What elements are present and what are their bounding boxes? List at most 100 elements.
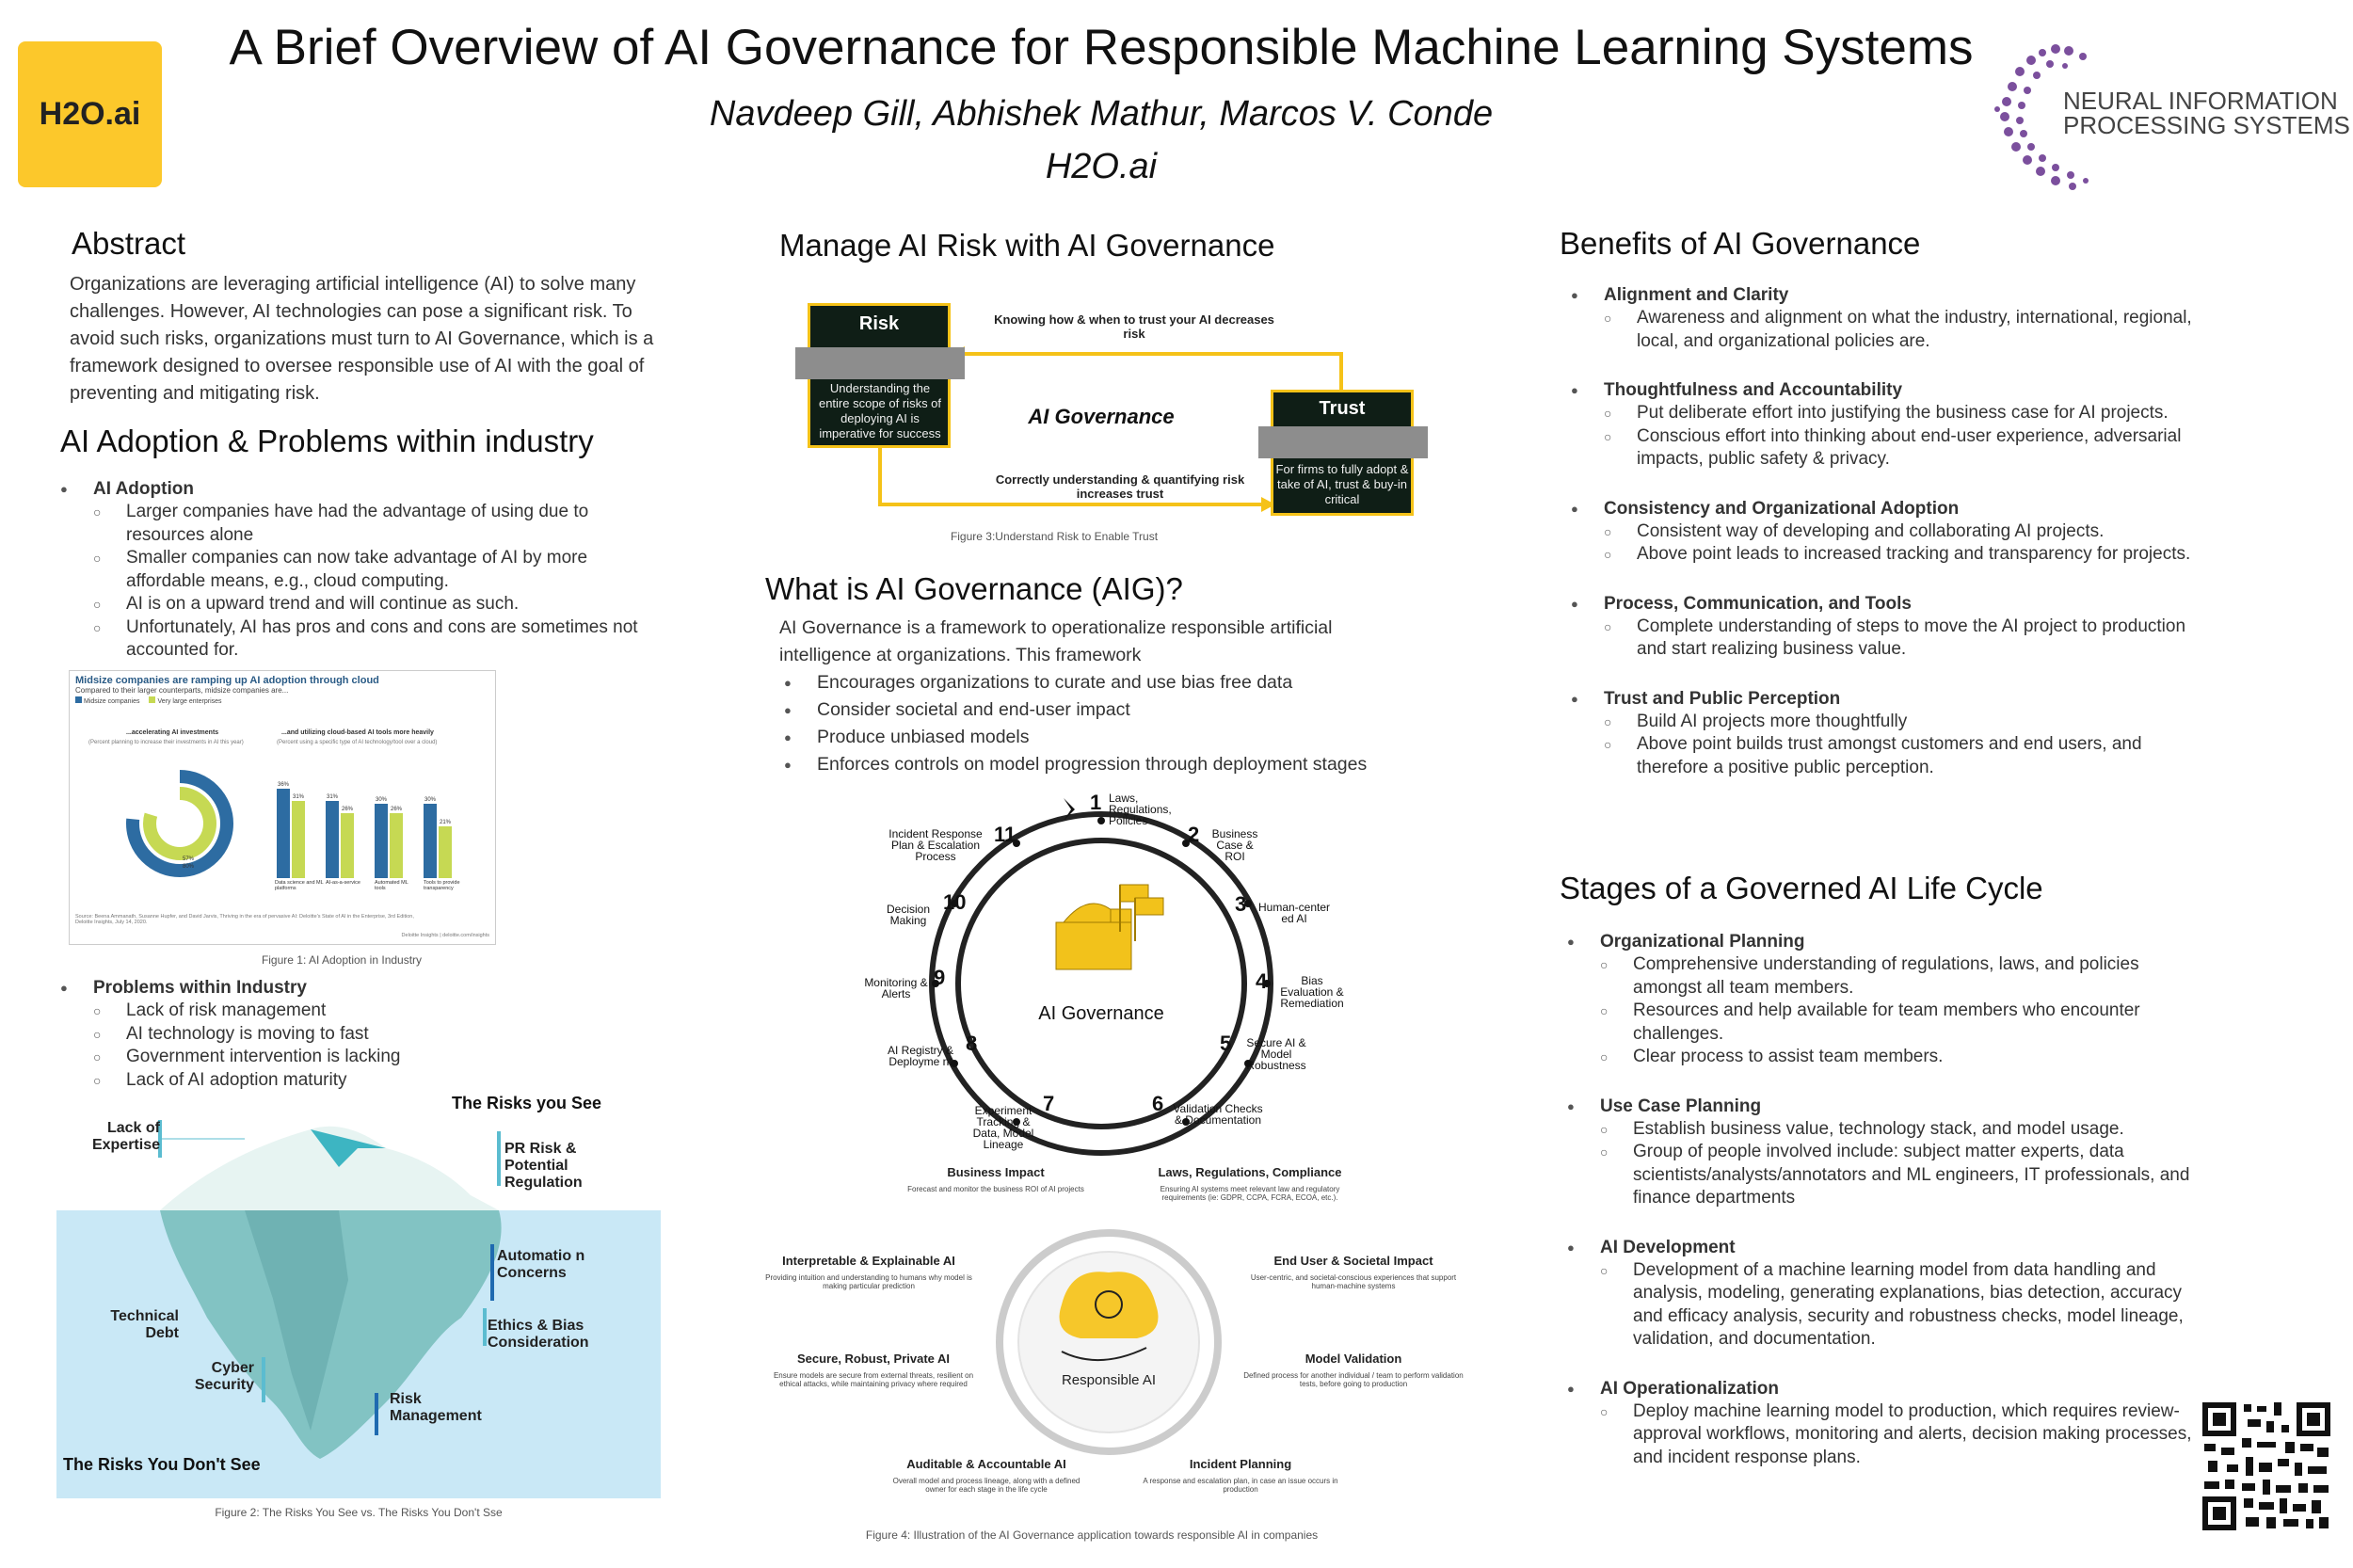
list-item: Deploy machine learning model to product… bbox=[1600, 1400, 2200, 1470]
bottom-arrow-text: Correctly understanding & quantifying ri… bbox=[995, 472, 1245, 501]
list-item: Conscious effort into thinking about end… bbox=[1604, 425, 2200, 472]
list-item: Complete understanding of steps to move … bbox=[1604, 616, 2200, 662]
neurips-logo-mark bbox=[1994, 44, 2089, 190]
bar-category: Automated ML tools bbox=[375, 880, 408, 891]
stage-label: Laws, Regulations, Policies bbox=[1109, 792, 1172, 827]
figure1-left-head: ...accelerating AI investments bbox=[126, 729, 219, 736]
donut-label: 80% bbox=[183, 864, 195, 870]
bar-label: 31% bbox=[327, 794, 339, 800]
list-item: Put deliberate effort into justifying th… bbox=[1604, 402, 2200, 425]
stage-group: Organizational Planning Comprehensive un… bbox=[1567, 931, 2200, 1069]
stage-group: Use Case Planning Establish business val… bbox=[1567, 1096, 2200, 1210]
label-lack-expertise: Lack of Expertise bbox=[91, 1120, 160, 1153]
stage-number: 1 bbox=[1090, 791, 1102, 814]
list-item: Clear process to assist team members. bbox=[1600, 1046, 2200, 1069]
poster-authors: Navdeep Gill, Abhishek Mathur, Marcos V.… bbox=[709, 94, 1494, 134]
abstract-text: Organizations are leveraging artificial … bbox=[70, 274, 654, 404]
abstract-section: Abstract Organizations are leveraging ar… bbox=[70, 226, 664, 408]
stage-label: AI Registry & Deployme nt bbox=[887, 1044, 954, 1068]
list-item: Awareness and alignment on what the indu… bbox=[1604, 307, 2200, 353]
stage-label: Experiment Tracking & Data, Model Lineag… bbox=[972, 1104, 1034, 1151]
responsible-ai-graphic bbox=[996, 1229, 1222, 1455]
trust-box: Trust For firms to fully adopt & take of… bbox=[1258, 390, 1428, 516]
list-item: AI technology is moving to fast bbox=[93, 1023, 663, 1047]
bar-label: 26% bbox=[391, 807, 403, 812]
list-item: Resources and help available for team me… bbox=[1600, 1000, 2200, 1046]
list-item: Build AI projects more thoughtfully bbox=[1604, 711, 2200, 734]
wheel-graphic bbox=[929, 798, 1273, 1156]
bar-category: Tools to provide transparency bbox=[424, 880, 460, 891]
stage-number: 11 bbox=[994, 823, 1016, 846]
stage-group: AI Development Development of a machine … bbox=[1567, 1237, 2200, 1352]
stages-section: Stages of a Governed AI Life Cycle Organ… bbox=[1560, 871, 2200, 1469]
trust-band bbox=[1258, 426, 1428, 458]
stage-number: 8 bbox=[966, 1032, 978, 1055]
list-item: Enforces controls on model progression t… bbox=[784, 751, 1424, 778]
figure1-subtitle: Compared to their larger counterparts, m… bbox=[75, 686, 289, 695]
top-arrow-text: Knowing how & when to trust your AI decr… bbox=[994, 312, 1274, 341]
bar-label: 30% bbox=[376, 797, 388, 803]
figure1-right-head: ...and utilizing cloud-based AI tools mo… bbox=[281, 729, 434, 736]
label-technical-debt: Technical Debt bbox=[110, 1308, 179, 1341]
stage-number: 10 bbox=[943, 890, 967, 914]
benefit-group: Trust and Public Perception Build AI pro… bbox=[1571, 688, 2200, 780]
stages-heading: Stages of a Governed AI Life Cycle bbox=[1560, 871, 2043, 905]
list-item: Produce unbiased models bbox=[784, 724, 1424, 751]
figure-3: Risk Understanding the entire scope of r… bbox=[791, 297, 1431, 523]
problems-sublist: Lack of risk management AI technology is… bbox=[93, 1000, 663, 1092]
benefits-list: Alignment and Clarity Awareness and alig… bbox=[1571, 284, 2200, 779]
list-item: Lack of risk management bbox=[93, 1000, 663, 1023]
benefit-group: Alignment and Clarity Awareness and alig… bbox=[1571, 284, 2200, 353]
list-item: Consider societal and end-user impact bbox=[784, 696, 1424, 724]
h2o-logo: H2O.ai bbox=[18, 41, 162, 187]
stage-group: AI Operationalization Deploy machine lea… bbox=[1567, 1378, 2200, 1470]
bar-label: 21% bbox=[440, 820, 452, 825]
responsible-center-label: Responsible AI bbox=[1061, 1372, 1157, 1388]
stage-label: Validation Checks & Documentation bbox=[1173, 1102, 1263, 1127]
benefit-group: Thoughtfulness and Accountability Put de… bbox=[1571, 379, 2200, 472]
list-item: Above point builds trust amongst custome… bbox=[1604, 733, 2200, 779]
risks-see-title: The Risks you See bbox=[452, 1094, 602, 1112]
list-item: Development of a machine learning model … bbox=[1600, 1259, 2200, 1352]
governance-wheel: AI Governance 1 Laws, Regulations, Polic… bbox=[828, 781, 1355, 1176]
figure-1: Midsize companies are ramping up AI adop… bbox=[69, 670, 496, 945]
bar-label: 36% bbox=[278, 782, 290, 788]
list-item: AI is on a upward trend and will continu… bbox=[93, 593, 663, 616]
h2o-logo-text: H2O.ai bbox=[39, 96, 141, 132]
problems-group: Problems within Industry Lack of risk ma… bbox=[60, 977, 663, 1092]
bar-label: 26% bbox=[342, 807, 354, 812]
bar-label: 31% bbox=[293, 794, 305, 800]
aig-section: What is AI Governance (AIG)? AI Governan… bbox=[765, 571, 1424, 778]
benefits-heading: Benefits of AI Governance bbox=[1560, 226, 1921, 261]
qr-code[interactable] bbox=[2201, 1400, 2332, 1532]
stage-number: 5 bbox=[1220, 1032, 1232, 1055]
donut-label: 57% bbox=[183, 856, 195, 862]
stage-label: Secure AI & Model Robustness bbox=[1246, 1036, 1306, 1072]
figure4-caption: Figure 4: Illustration of the AI Governa… bbox=[865, 1528, 1319, 1542]
list-item: Establish business value, technology sta… bbox=[1600, 1118, 2200, 1142]
list-item: Government intervention is lacking bbox=[93, 1046, 663, 1069]
stage-number: 2 bbox=[1188, 823, 1200, 846]
list-item: Encourages organizations to curate and u… bbox=[784, 669, 1424, 696]
benefit-group: Consistency and Organizational Adoption … bbox=[1571, 498, 2200, 567]
stage-number: 9 bbox=[934, 966, 946, 989]
bar-category: Data science and ML platforms bbox=[275, 880, 324, 891]
label-cyber: Cyber Security bbox=[194, 1360, 254, 1393]
figure1-caption: Figure 1: AI Adoption in Industry bbox=[261, 953, 423, 967]
adoption-list: AI Adoption Larger companies have had th… bbox=[60, 478, 663, 663]
wheel-center-label: AI Governance bbox=[1038, 1003, 1164, 1024]
list-item: Unfortunately, AI has pros and cons and … bbox=[93, 616, 663, 663]
figure1-credit: Deloitte Insights | deloitte.com/insight… bbox=[401, 933, 489, 938]
stage-label: Incident Response Plan & Escalation Proc… bbox=[888, 827, 983, 863]
figure1-donut bbox=[126, 770, 233, 877]
stage-label: Human-center ed AI bbox=[1257, 901, 1331, 925]
figure1-right-sub: (Percent using a specific type of AI tec… bbox=[277, 740, 438, 745]
stage-label: Monitoring & Alerts bbox=[864, 976, 928, 1000]
